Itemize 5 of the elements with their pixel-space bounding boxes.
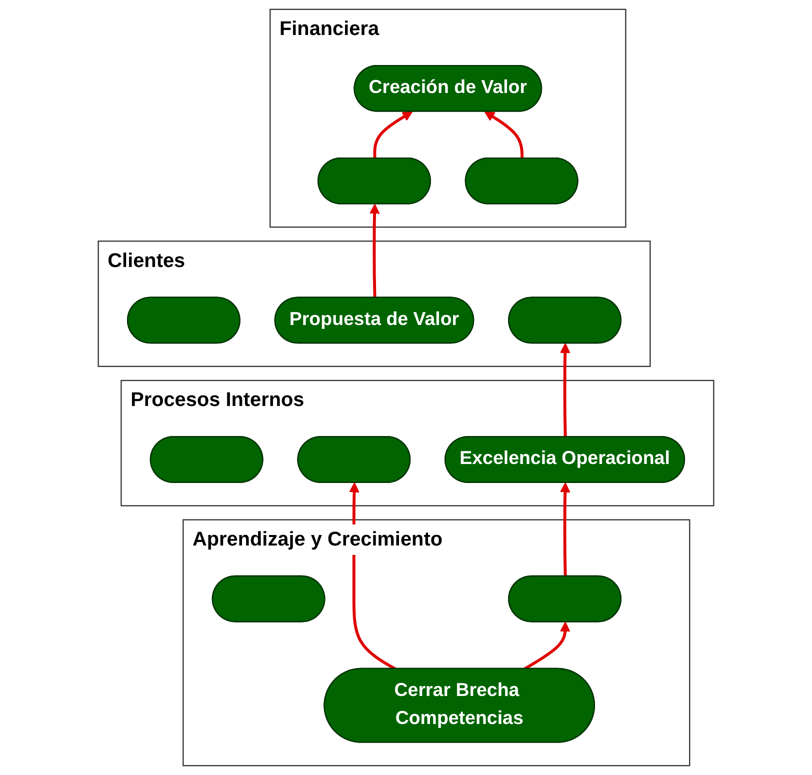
arrow [560, 343, 570, 438]
arrow [369, 204, 380, 298]
arrow [484, 111, 524, 159]
arrow [373, 111, 413, 159]
arrow [560, 482, 570, 577]
